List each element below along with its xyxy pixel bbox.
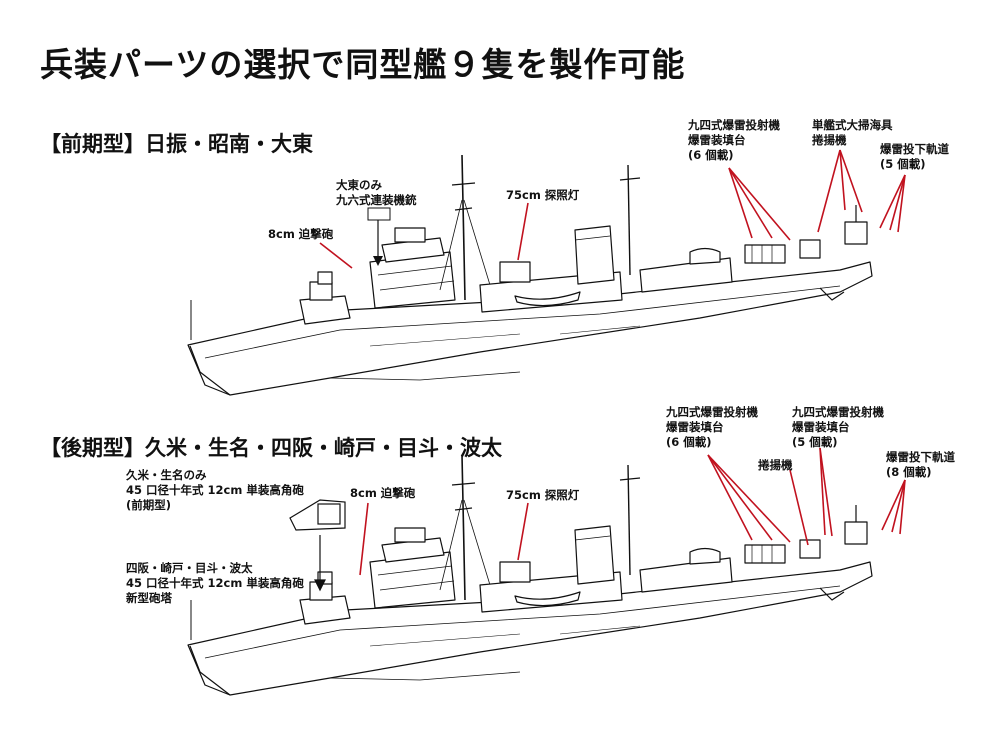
label-line: (前期型)	[126, 498, 172, 512]
top-rail-label: 爆雷投下軌道 (5 個載)	[880, 142, 949, 172]
label-line: 新型砲塔	[126, 591, 172, 605]
label-line: (5 個載)	[792, 435, 838, 449]
bottom-dc1-label: 九四式爆雷投射機 爆雷装填台 (6 個載)	[666, 405, 758, 450]
label-line: 45 口径十年式 12cm 単装高角砲	[126, 576, 304, 590]
label-line: (6 個載)	[688, 148, 734, 162]
bottom-winch-label: 捲揚機	[758, 458, 793, 472]
label-line: 爆雷装填台	[666, 420, 724, 434]
label-line: (5 個載)	[880, 157, 926, 171]
gun-early-label: 久米・生名のみ 45 口径十年式 12cm 単装高角砲 (前期型)	[126, 468, 304, 513]
label-line: 爆雷投下軌道	[886, 450, 955, 464]
top-mg-label: 大東のみ 九六式連装機銃	[336, 178, 417, 208]
label-line: (6 個載)	[666, 435, 712, 449]
top-mg-pointer	[367, 207, 391, 266]
label-line: 45 口径十年式 12cm 単装高角砲	[126, 483, 304, 497]
late-type-heading: 【後期型】久米・生名・四阪・崎戸・目斗・波太	[40, 436, 502, 460]
label-line: 単艦式大掃海具	[812, 118, 893, 132]
label-line: 爆雷投下軌道	[880, 142, 949, 156]
label-line: 大東のみ	[336, 178, 382, 192]
bottom-dc2-label: 九四式爆雷投射機 爆雷装填台 (5 個載)	[792, 405, 884, 450]
label-line: 四阪・崎戸・目斗・波太	[126, 561, 253, 575]
label-line: (8 個載)	[886, 465, 932, 479]
early-type-heading: 【前期型】日振・昭南・大東	[40, 132, 313, 156]
top-searchlight-label: 75cm 探照灯	[506, 188, 580, 202]
label-line: 九四式爆雷投射機	[666, 405, 758, 419]
label-line: 九四式爆雷投射機	[688, 118, 780, 132]
top-mortar-label: 8cm 迫撃砲	[268, 227, 334, 241]
gun-new-label: 四阪・崎戸・目斗・波太 45 口径十年式 12cm 単装高角砲 新型砲塔	[126, 561, 304, 606]
label-line: 爆雷装填台	[688, 133, 746, 147]
top-dc-thrower-label: 九四式爆雷投射機 爆雷装填台 (6 個載)	[688, 118, 780, 163]
bottom-rail-label: 爆雷投下軌道 (8 個載)	[886, 450, 955, 480]
label-line: 爆雷装填台	[792, 420, 850, 434]
top-leader-lines	[319, 149, 906, 269]
bottom-mortar-label: 8cm 迫撃砲	[350, 486, 416, 500]
label-line: 捲揚機	[812, 133, 847, 147]
label-line: 久米・生名のみ	[126, 468, 207, 482]
top-sweep-label: 単艦式大掃海具 捲揚機	[812, 118, 893, 148]
bottom-searchlight-label: 75cm 探照灯	[506, 488, 580, 502]
page-title: 兵装パーツの選択で同型艦９隻を製作可能	[40, 45, 686, 84]
label-line: 九六式連装機銃	[336, 193, 417, 207]
label-line: 九四式爆雷投射機	[792, 405, 884, 419]
gun-inset	[289, 499, 346, 592]
bottom-leader-lines	[359, 447, 906, 576]
